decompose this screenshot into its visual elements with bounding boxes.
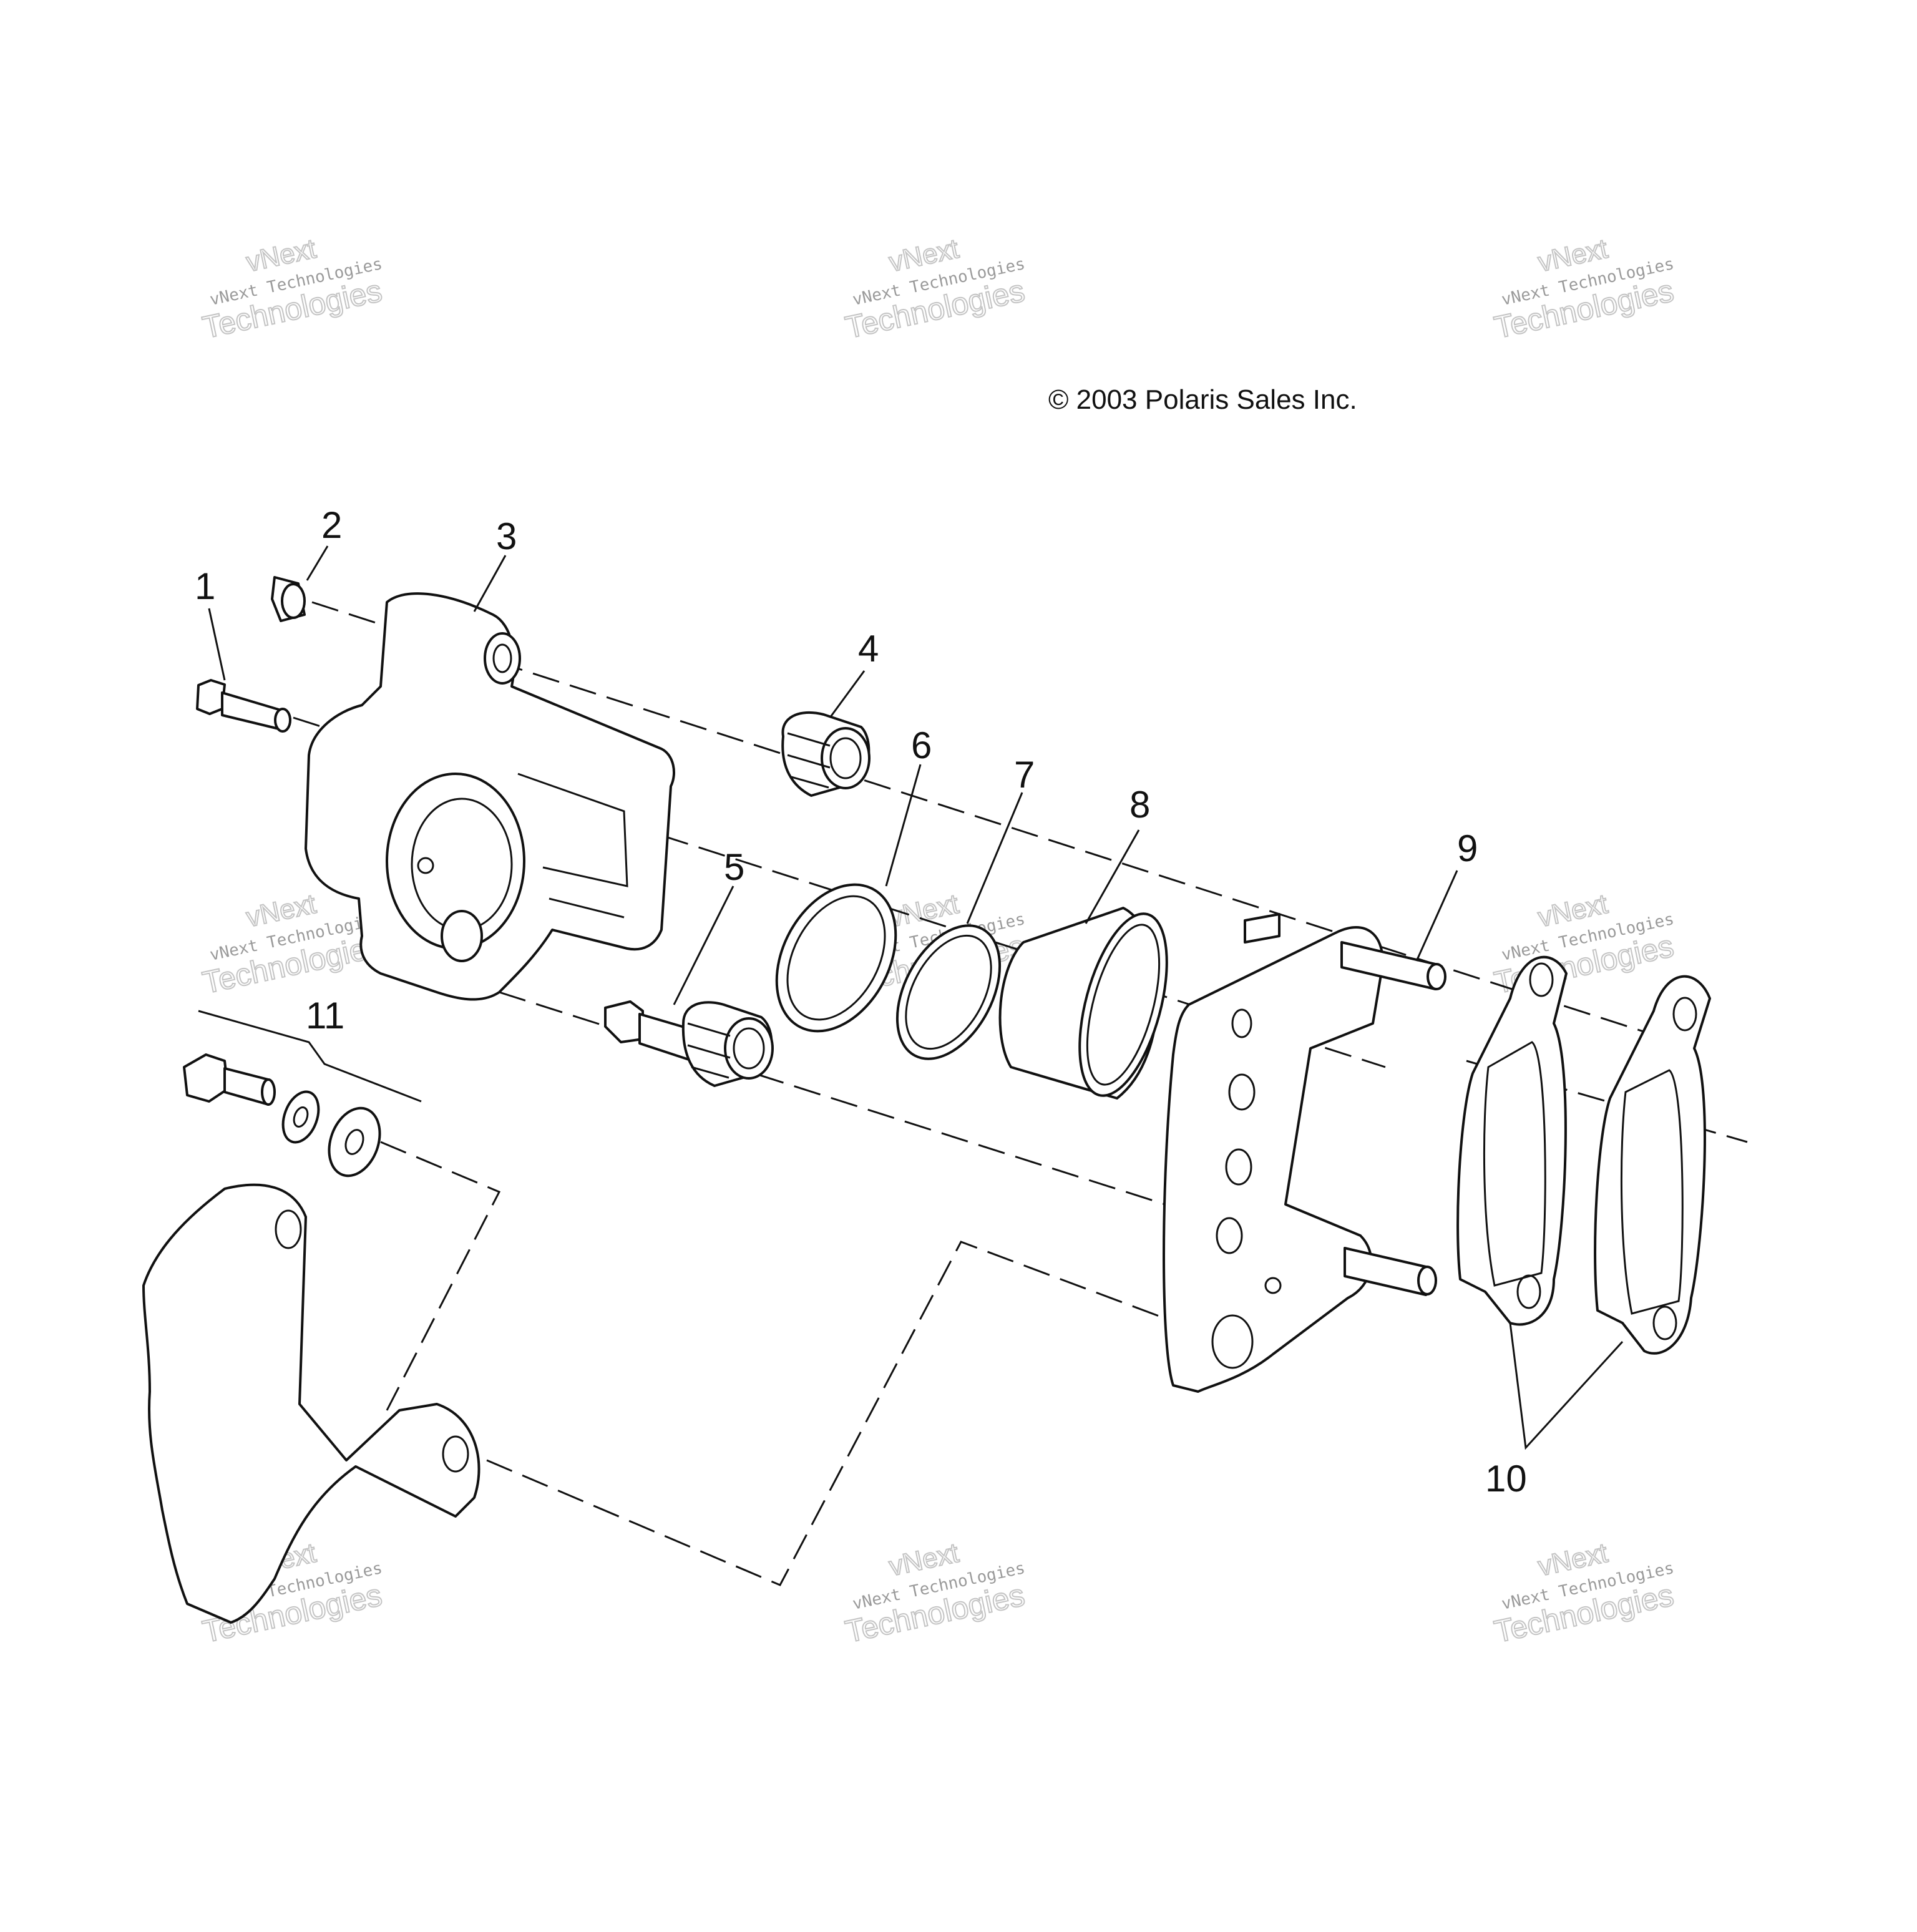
bleeder-screw — [196, 679, 291, 733]
leader-7 — [966, 792, 1023, 924]
callout-10: 10 — [1485, 1458, 1527, 1500]
watermark: vNext vNext Technologies Technologies — [1491, 888, 1677, 1001]
callout-4: 4 — [858, 628, 879, 670]
callout-8: 8 — [1129, 784, 1150, 826]
leader-9 — [1415, 870, 1458, 962]
callout-11: 11 — [306, 995, 344, 1037]
leader-1 — [208, 608, 226, 681]
callout-1: 1 — [195, 565, 215, 607]
callout-9: 9 — [1457, 827, 1478, 869]
leader-3 — [473, 555, 507, 612]
callout-3: 3 — [496, 515, 517, 557]
leader-4 — [829, 670, 866, 718]
bracket-11 — [198, 1010, 422, 1103]
callout-2: 2 — [321, 504, 342, 546]
leader-6 — [885, 764, 922, 887]
piston — [998, 907, 1168, 1100]
dust-seal — [895, 924, 1002, 1060]
axis-bracket-upper — [380, 1141, 501, 1411]
mounting-hardware — [183, 1053, 381, 1178]
brake-pads — [1456, 955, 1711, 1355]
callout-7: 7 — [1014, 754, 1035, 796]
caliper-body — [305, 592, 675, 1001]
leader-lines — [198, 545, 1624, 1450]
callout-5: 5 — [724, 846, 744, 888]
piston-seal — [775, 883, 897, 1033]
watermark: vNext vNext Technologies Technologies — [199, 233, 386, 346]
leader-5 — [673, 886, 734, 1005]
callout-6: 6 — [911, 724, 932, 766]
upper-boot — [781, 711, 871, 797]
axis-bracket-lower — [486, 1241, 1161, 1586]
leader-2 — [306, 545, 329, 581]
watermark: vNext vNext Technologies Technologies — [1491, 233, 1677, 346]
plug — [271, 576, 306, 622]
watermark: vNext vNext Technologies Technologies — [1491, 1537, 1677, 1650]
watermark: vNext vNext Technologies Technologies — [842, 1537, 1028, 1650]
watermark: vNext vNext Technologies Technologies — [842, 233, 1028, 346]
callout-numbers: 1 2 3 4 5 6 7 8 9 10 11 — [195, 504, 1527, 1500]
slide-pin-with-boot — [604, 1000, 774, 1087]
leader-10 — [1509, 1322, 1624, 1450]
leader-8 — [1085, 829, 1140, 924]
caliper-bracket — [1163, 913, 1446, 1393]
copyright-text: © 2003 Polaris Sales Inc. — [1048, 384, 1357, 415]
mounting-knuckle — [142, 1183, 480, 1624]
